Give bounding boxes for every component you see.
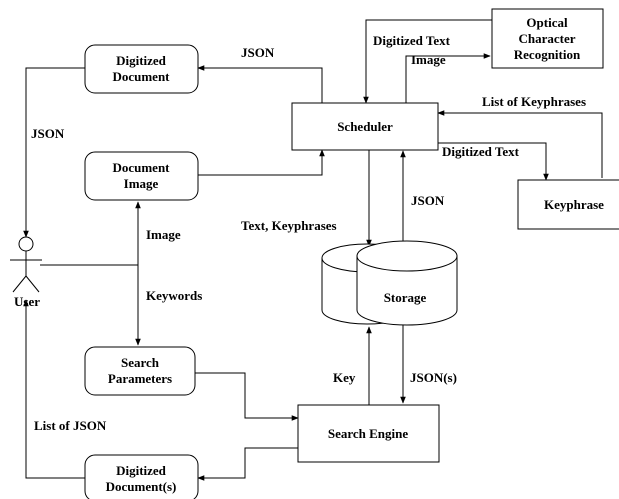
storage-cylinder-front <box>356 240 458 326</box>
edge-digitized-document-to-user <box>23 67 85 238</box>
edge-scheduler-to-ocr <box>405 53 491 103</box>
node-scheduler: Scheduler <box>291 102 439 151</box>
node-ocr: Optical Character Recognition <box>491 8 604 69</box>
edge-label-keywords: Keywords <box>146 288 202 303</box>
edge-label-digitized-text-keyphrase: Digitized Text <box>442 144 520 159</box>
edge-label-text-keyphrases: Text, Keyphrases <box>241 218 337 233</box>
user-icon <box>10 236 42 293</box>
node-document-image: Document Image <box>84 151 199 201</box>
edge-ocr-to-scheduler <box>363 19 492 104</box>
digitized-document-label-1: Digitized <box>116 53 167 68</box>
digitized-documents-label-2: Document(s) <box>106 479 177 494</box>
node-search-parameters: Search Parameters <box>84 346 196 396</box>
edge-label-list-of-keyphrases: List of Keyphrases <box>482 94 586 109</box>
edge-digitized-documents-to-user <box>23 299 85 479</box>
edge-search-parameters-to-search-engine <box>195 372 299 421</box>
edge-label-image: Image <box>146 227 181 242</box>
connectors <box>23 19 603 481</box>
edge-label-json-top: JSON <box>241 45 275 60</box>
edge-label-digitized-text-ocr: Digitized Text <box>373 33 451 48</box>
edge-document-image-to-scheduler <box>198 149 325 176</box>
edge-label-json-storage: JSON <box>411 193 445 208</box>
edge-search-engine-to-digitized-documents <box>197 447 298 481</box>
node-user: User <box>10 236 42 309</box>
user-label: User <box>14 294 40 309</box>
node-storage: Storage <box>321 240 458 326</box>
ocr-label-2: Character <box>518 31 575 46</box>
storage-label: Storage <box>384 290 427 305</box>
node-digitized-documents: Digitized Document(s) <box>84 454 199 499</box>
search-engine-label: Search Engine <box>328 426 409 441</box>
edge-keyphrase-to-scheduler <box>437 110 603 178</box>
ocr-label-3: Recognition <box>514 47 581 62</box>
ocr-label-1: Optical <box>526 15 568 30</box>
edge-label-json-left: JSON <box>31 126 65 141</box>
document-image-label-1: Document <box>112 160 170 175</box>
digitized-document-label-2: Document <box>112 69 170 84</box>
document-image-label-2: Image <box>124 176 159 191</box>
node-search-engine: Search Engine <box>297 404 440 463</box>
search-parameters-label-1: Search <box>121 355 160 370</box>
node-keyphrase: Keyphrase <box>517 179 619 230</box>
edge-label-image-ocr: Image <box>411 52 446 67</box>
edge-label-json-s: JSON(s) <box>410 370 457 385</box>
digitized-documents-label-1: Digitized <box>116 463 167 478</box>
search-parameters-label-2: Parameters <box>108 371 172 386</box>
node-digitized-document: Digitized Document <box>84 44 199 94</box>
edge-label-list-of-json: List of JSON <box>34 418 107 433</box>
edge-label-key: Key <box>333 370 356 385</box>
scheduler-label: Scheduler <box>337 119 393 134</box>
edge-scheduler-to-digitized-document <box>197 65 323 103</box>
edge-scheduler-to-keyphrase <box>438 142 549 181</box>
keyphrase-label: Keyphrase <box>544 197 604 212</box>
